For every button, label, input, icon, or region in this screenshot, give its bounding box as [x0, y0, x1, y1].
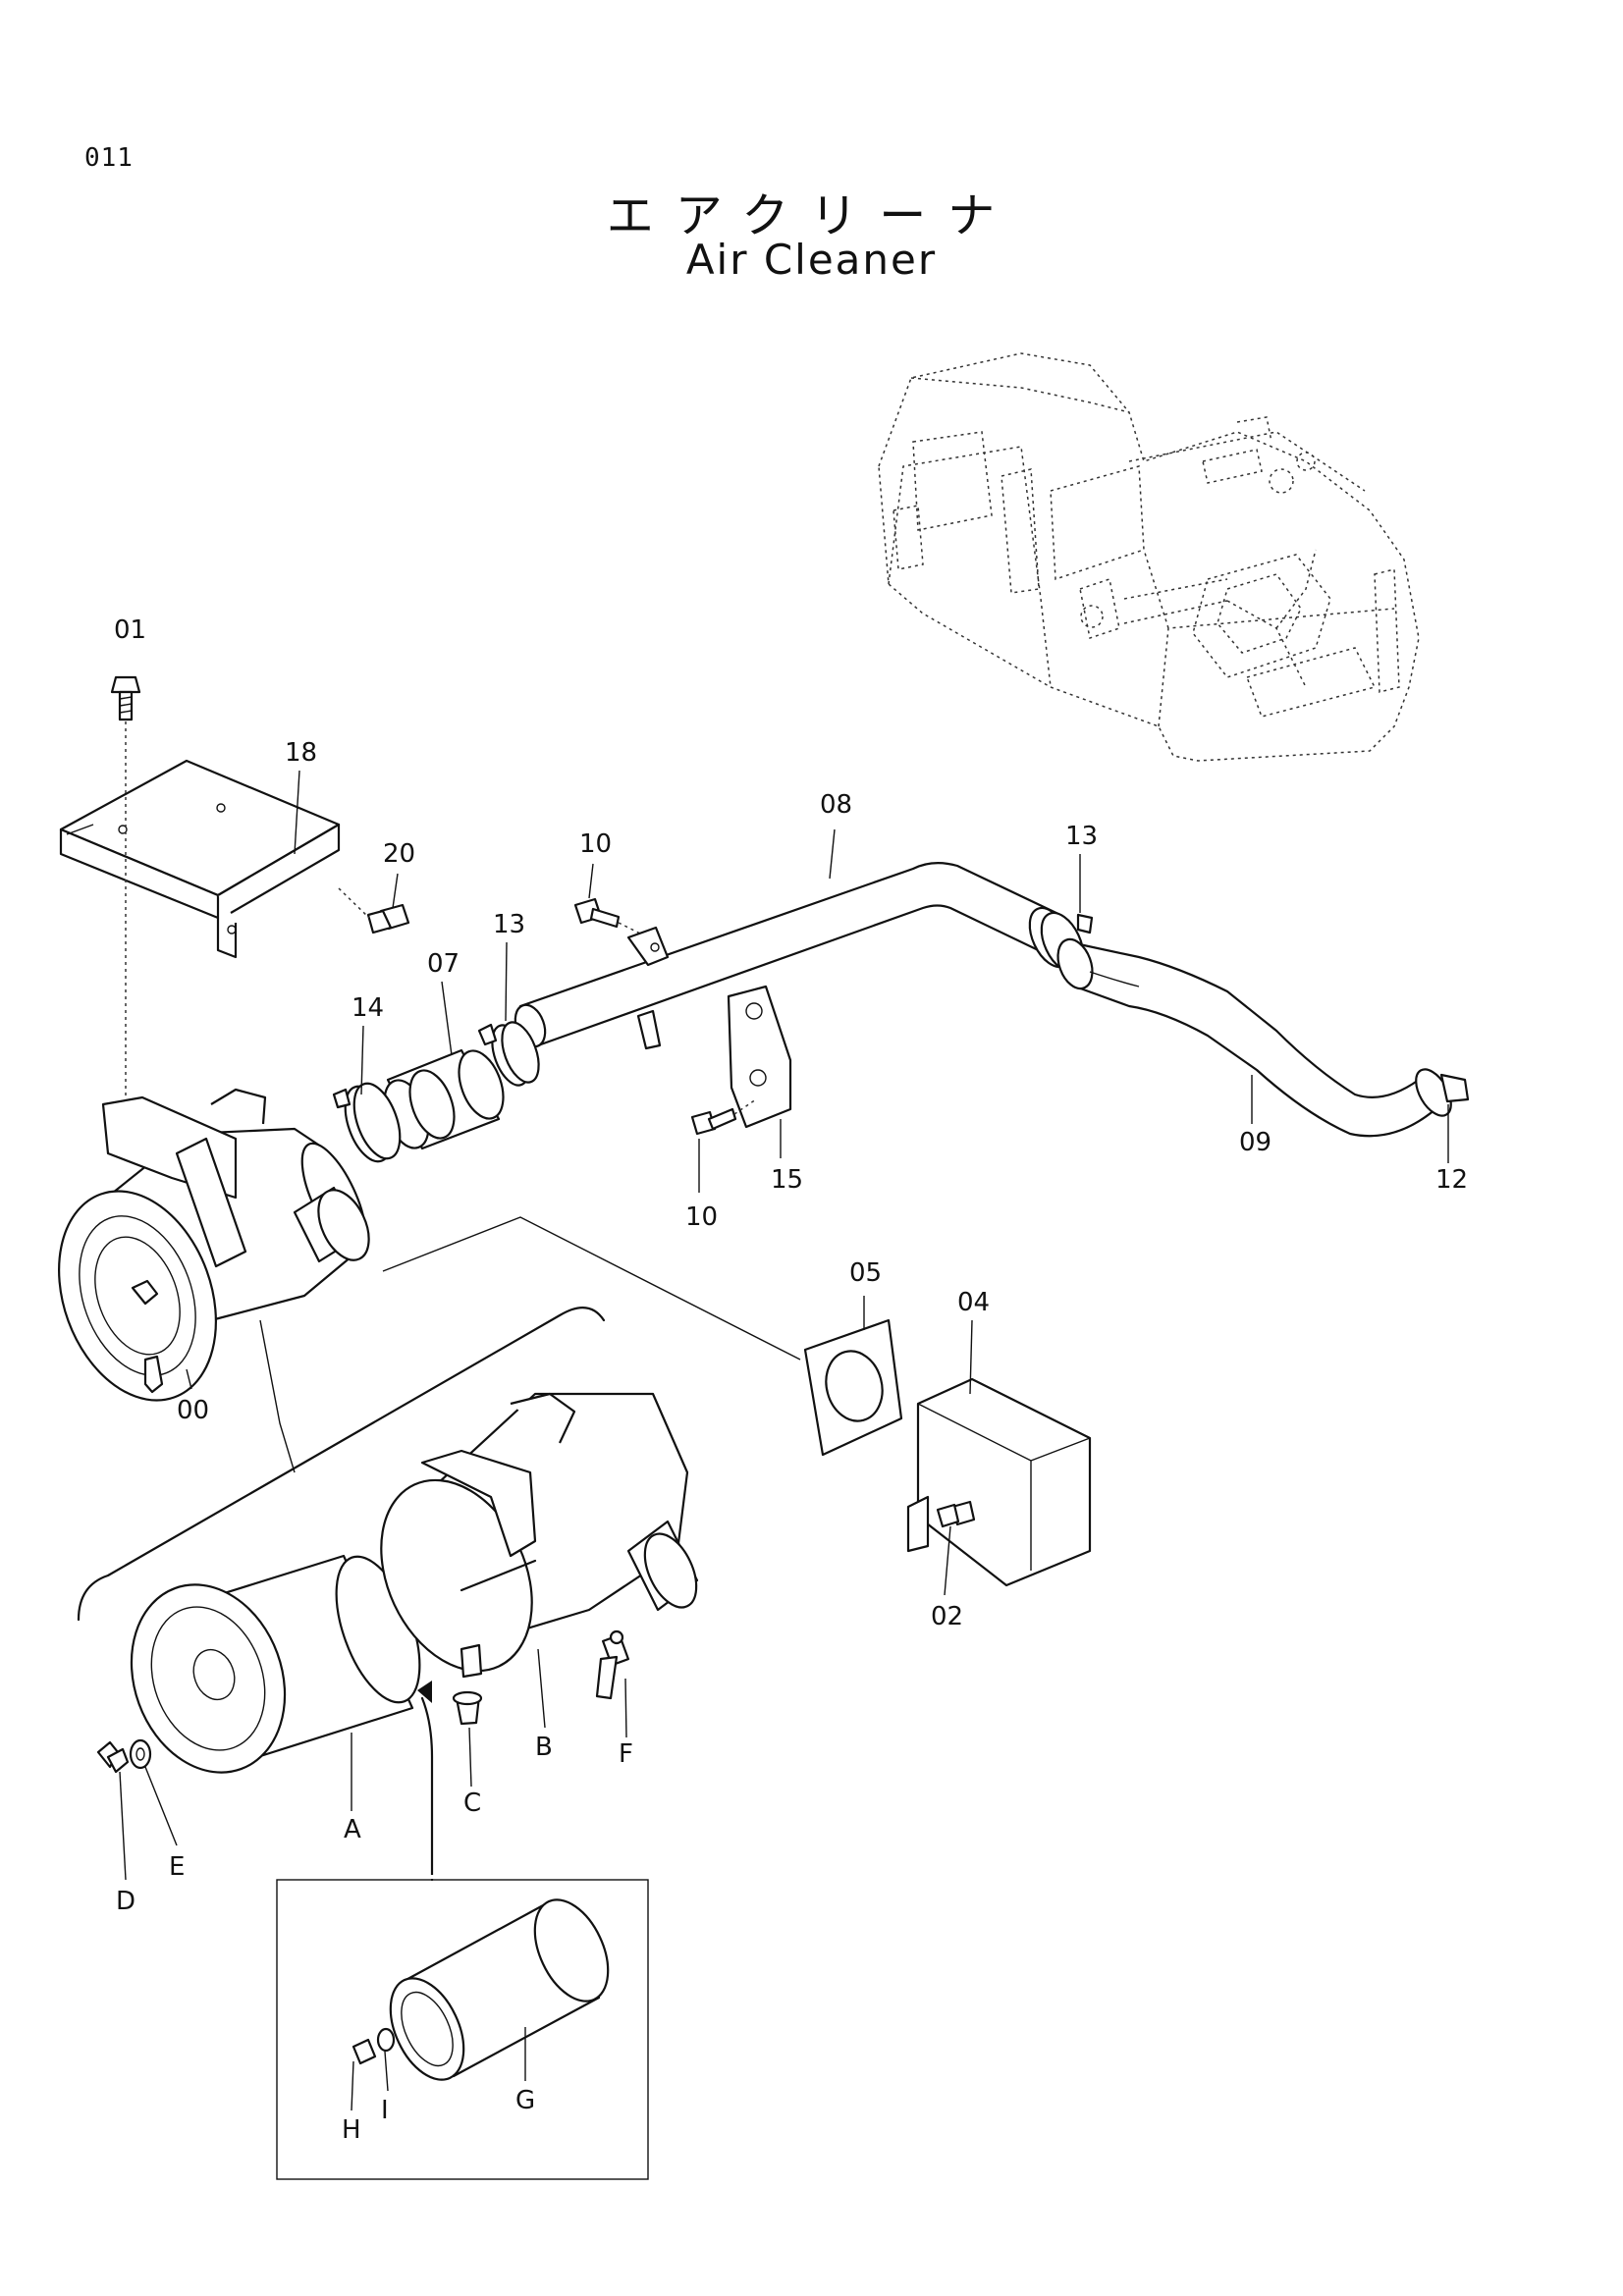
exploded-view-leader	[259, 1319, 296, 1473]
callout-08: 08	[820, 790, 852, 820]
callout-18: 18	[285, 738, 317, 768]
clamp-13-lower	[477, 1021, 540, 1087]
indicator-f	[595, 1629, 630, 1700]
callout-e: E	[169, 1852, 185, 1882]
bracket-15	[727, 985, 792, 1129]
housing-b	[380, 1392, 699, 1679]
callout-c: C	[463, 1789, 481, 1818]
callout-h: H	[342, 2115, 361, 2145]
bolt-10-lower	[690, 1098, 757, 1136]
callout-20: 20	[383, 839, 415, 869]
wing-nut-d	[96, 1740, 130, 1774]
element-a	[130, 1554, 421, 1774]
callout-10-lower: 10	[685, 1202, 718, 1232]
bracket-18	[59, 759, 341, 959]
callout-01: 01	[114, 615, 146, 645]
bolt-10-upper	[573, 897, 649, 938]
callout-04: 04	[957, 1288, 990, 1317]
pipe-08	[514, 862, 1062, 1050]
inset-arrow	[420, 1696, 434, 1882]
air-cleaner-assembly-00	[58, 1088, 370, 1402]
excavator-overview-illustration	[878, 352, 1420, 762]
callout-b: B	[535, 1733, 553, 1762]
hose-07	[383, 1048, 505, 1150]
valve-c	[452, 1690, 483, 1726]
washer-e	[129, 1738, 152, 1770]
washer-i	[376, 2027, 396, 2053]
callout-14: 14	[352, 993, 384, 1023]
bolt-20	[338, 887, 410, 934]
bolt-01	[110, 675, 141, 1119]
callout-d: D	[116, 1887, 135, 1916]
leader-line-00	[382, 1216, 801, 1361]
nut-h	[352, 2038, 377, 2065]
clamp-14	[332, 1082, 402, 1163]
callout-i: I	[381, 2096, 389, 2125]
clamp-12	[1415, 1068, 1470, 1117]
callout-02: 02	[931, 1602, 963, 1631]
gasket-05	[803, 1318, 903, 1457]
callout-05: 05	[849, 1258, 882, 1288]
callout-a: A	[344, 1815, 361, 1844]
title-english: Air Cleaner	[685, 236, 938, 284]
callout-10-upper: 10	[579, 829, 612, 859]
callout-00: 00	[177, 1396, 209, 1425]
callout-09: 09	[1239, 1128, 1271, 1157]
callout-13-lower: 13	[493, 910, 525, 939]
element-g	[389, 1898, 610, 2081]
cover-04	[906, 1377, 1092, 1587]
callout-f: F	[619, 1739, 633, 1769]
page-code: 011	[84, 143, 134, 173]
callout-12: 12	[1435, 1165, 1468, 1195]
hose-09	[1056, 937, 1437, 1138]
callout-13-upper: 13	[1065, 822, 1098, 851]
callout-g: G	[515, 2086, 535, 2115]
leader-lines	[119, 770, 1449, 2111]
exploded-view-bracket	[77, 1307, 606, 1622]
callout-15: 15	[771, 1165, 803, 1195]
bolt-02	[936, 1500, 976, 1528]
callout-07: 07	[427, 949, 460, 979]
title-japanese: エアクリーナ	[606, 188, 1017, 243]
inset-box	[276, 1879, 649, 2180]
